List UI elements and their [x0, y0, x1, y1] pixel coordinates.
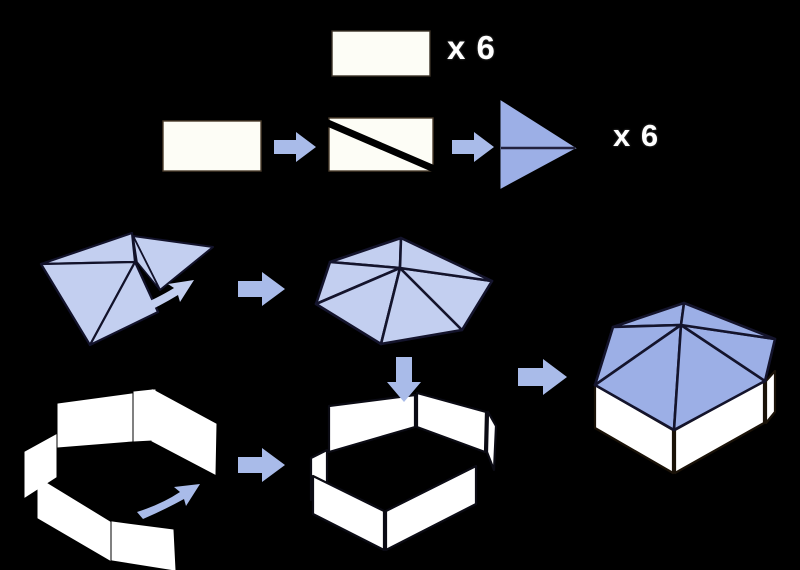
wall-panel [415, 391, 488, 454]
wall-panel [311, 474, 386, 552]
curved-arrow-up-right-icon [137, 484, 200, 519]
materials-group [331, 30, 431, 77]
wall-panel [24, 434, 57, 498]
cut-rectangle [325, 117, 437, 173]
wall-panel [111, 521, 176, 570]
blank-rectangle [162, 120, 262, 172]
partial-wall-panels [24, 389, 217, 570]
dome-wall-right [764, 369, 777, 425]
arrow-right-icon [238, 448, 285, 482]
wall-panel [327, 393, 417, 454]
partial-roof-fan [39, 231, 214, 347]
arrow-right-icon [238, 272, 285, 306]
arrow-down-icon [387, 357, 421, 402]
wall-panel [151, 389, 217, 475]
multiplier-label-triangles: x 6 [613, 118, 660, 153]
roof-piece [88, 260, 160, 347]
wall-panel [485, 410, 498, 472]
diagonal-cut-line [325, 119, 437, 173]
wall-assembly-group [24, 357, 567, 570]
roof-piece-detached [132, 235, 161, 291]
arrow-right-icon [452, 132, 494, 162]
wall-panel [57, 393, 133, 448]
cutting-row-group [162, 100, 577, 189]
finished-dome [593, 301, 777, 475]
material-rectangle [331, 30, 431, 77]
folded-triangle-pair [500, 100, 577, 189]
roof-panel [398, 236, 494, 283]
wall-panel [133, 389, 153, 442]
complete-wall-ring [309, 391, 498, 552]
dome-roof-panel [679, 301, 777, 341]
multiplier-label-rectangles: x 6 [447, 29, 496, 66]
complete-roof-cap [314, 236, 494, 346]
curved-arrow-up-right-icon [134, 280, 194, 315]
roof-assembly-group [39, 231, 494, 347]
arrow-right-icon [274, 132, 316, 162]
wall-panel [384, 464, 478, 552]
wall-panel [37, 477, 111, 561]
arrow-right-icon [518, 359, 567, 395]
